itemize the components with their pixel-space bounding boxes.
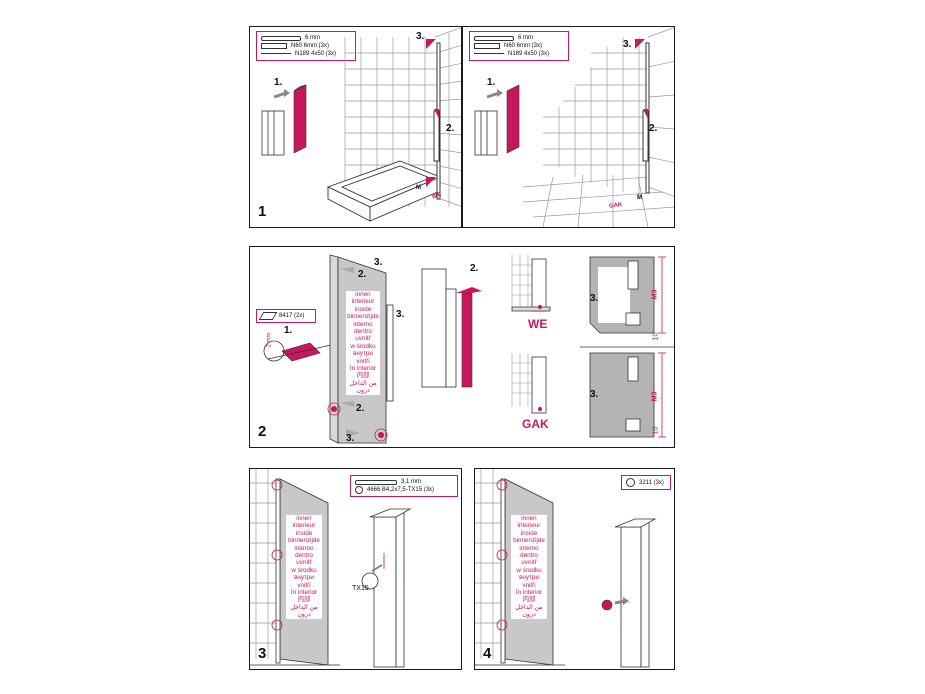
we-label: WE [528,317,548,331]
callout-2b: 2. [356,403,365,414]
callout-1: 1. [284,325,293,336]
mark-m: M [416,185,421,191]
parts-legend: 3,1 mm 4666 B4,2x7,5-TX15 (3x) [350,475,458,497]
step-number: 1 [258,203,267,220]
mark-m: M [637,195,642,201]
cap-icon [626,478,635,487]
drill-bit-icon [355,479,397,485]
parts-legend: 6 mm N60 6mm (3x) N189 4x50 (3x) [469,31,569,61]
parts-legend: 6 mm N60 6mm (3x) N189 4x50 (3x) [256,31,356,61]
screw-icon [355,486,363,494]
screw-icon [261,52,291,56]
callout-1: 1. [487,77,496,88]
tool-label: TX15 [352,585,369,592]
drill-bit-icon [261,35,301,41]
callout-2a: 2. [358,269,367,280]
callout-3: 3. [623,39,632,50]
panel-step-1a: 6 mm N60 6mm (3x) N189 4x50 (3x) [249,26,462,228]
callout-3d: 3. [590,293,599,304]
screw-icon [474,52,504,56]
callout-3e: 3. [590,389,599,400]
callout-3: 3. [416,31,425,42]
callout-2c: 2. [470,263,479,274]
glass-pad-drawing [263,254,674,444]
callout-2: 2. [446,123,455,134]
dowel-icon [474,43,500,49]
panel-step-1b: 6 mm N60 6mm (3x) N189 4x50 (3x) [462,26,675,228]
dim-m3-bottom: M3 [651,391,659,402]
parts-legend: 3211 (3x) [621,475,671,490]
gap-dimension: 2 mm [266,332,273,348]
screw-install-drawing [250,469,412,668]
step-number: 4 [483,645,492,662]
callout-3a: 3. [374,257,383,268]
cap-install-drawing [475,469,657,668]
drill-bit-icon [474,35,514,41]
callout-3b: 3. [396,309,405,320]
dim-10-top: 10 [652,332,660,341]
dim-m3-top: M3 [651,289,659,300]
parts-legend: 8417 (2x) [256,309,316,323]
tile-wall-drawing [261,27,461,222]
callout-1: 1. [274,77,283,88]
panel-step-2: 8417 (2x) [249,246,675,448]
step-number: 2 [258,423,267,440]
gak-label: GAK [522,417,549,431]
arrow-marker [426,39,436,49]
dowel-icon [261,43,287,49]
callout-3c: 3. [346,433,355,444]
floor-wall-drawing [474,27,674,227]
dim-10-bottom: 10 [652,426,660,435]
callout-2: 2. [649,123,658,134]
step-number: 3 [258,645,267,662]
